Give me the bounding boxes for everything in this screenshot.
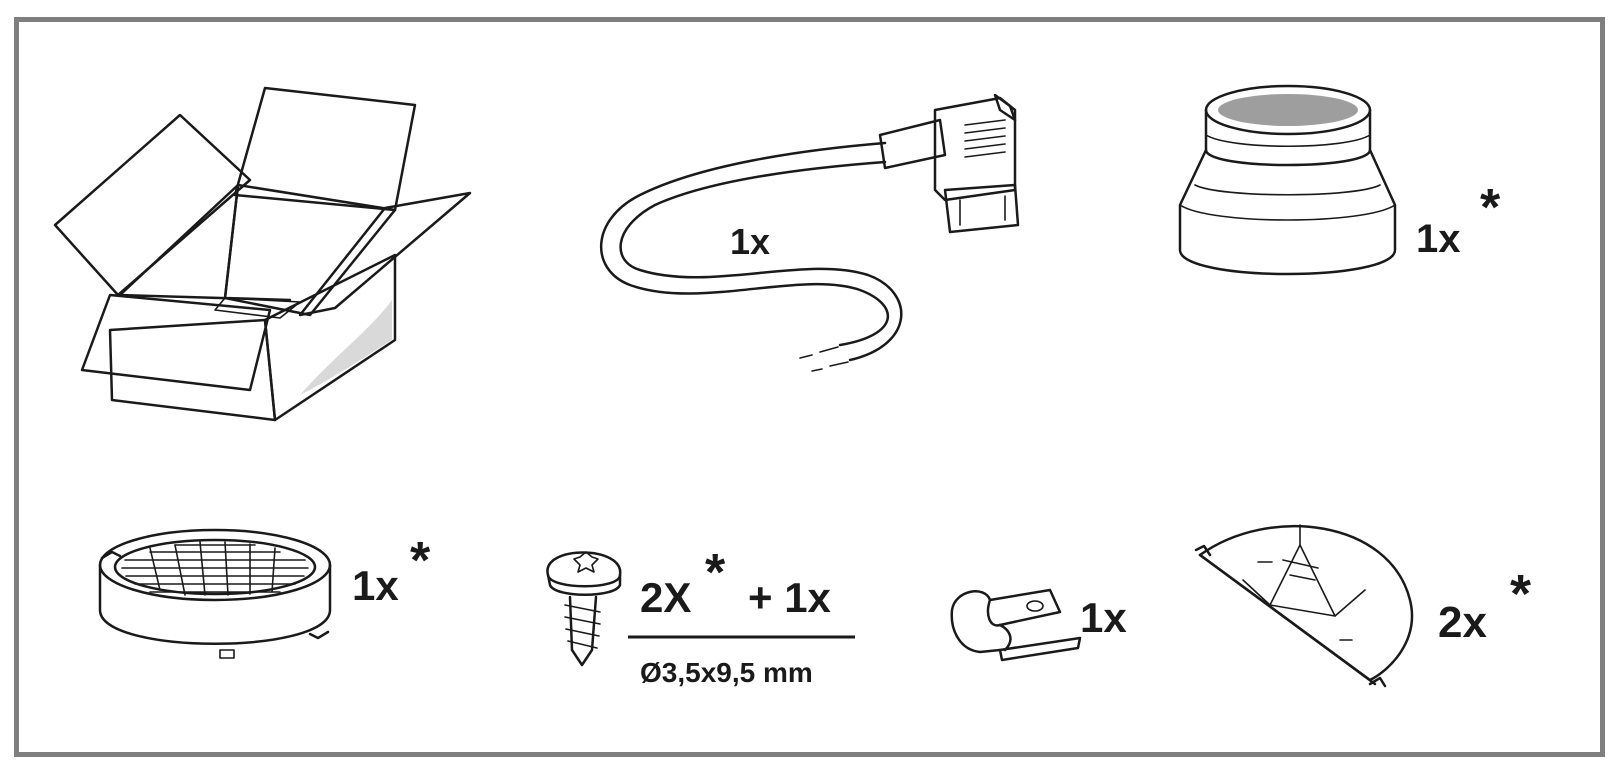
flap-qty: 2x xyxy=(1438,598,1487,647)
round-grille-icon xyxy=(98,528,332,659)
screw-plus-qty: + 1x xyxy=(748,574,832,621)
cable-clip-icon xyxy=(950,588,1082,662)
clip-qty: 1x xyxy=(1080,594,1127,641)
duct-reducer-icon xyxy=(1178,84,1397,276)
reducer-mark: * xyxy=(1480,179,1501,237)
flap-mark: * xyxy=(1510,564,1531,624)
power-cable-icon xyxy=(599,93,1020,372)
cable-qty: 1x xyxy=(730,221,770,262)
reducer-qty: 1x xyxy=(1416,217,1461,261)
grille-mark: * xyxy=(410,532,431,590)
screw-spec: Ø3,5x9,5 mm xyxy=(640,657,813,688)
screw-qty: 2X xyxy=(640,574,691,621)
screw-mark: * xyxy=(705,544,726,602)
open-box-icon xyxy=(53,86,472,422)
screw-icon xyxy=(546,551,622,667)
frame-border xyxy=(14,17,1605,757)
backflow-flap-icon xyxy=(1194,524,1414,688)
grille-qty: 1x xyxy=(352,562,399,609)
